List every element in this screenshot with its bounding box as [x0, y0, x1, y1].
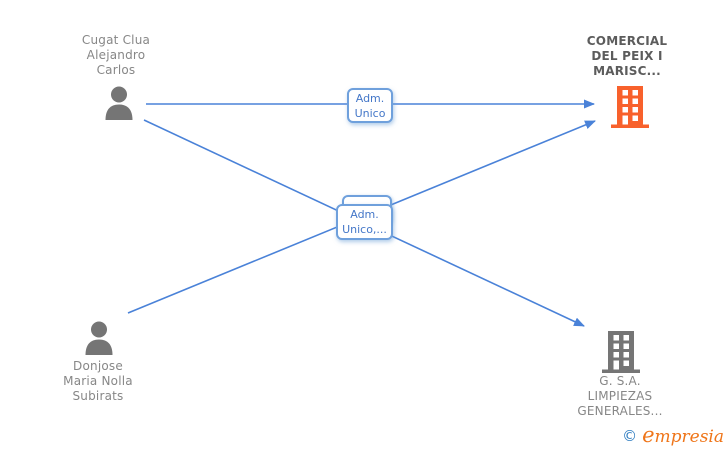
company1-name-line2: DEL PEIX I — [591, 49, 663, 63]
edge-label-line1: Adm. — [355, 91, 385, 105]
person-icon[interactable] — [83, 321, 115, 355]
company2-name-line1: G. S.A. — [599, 374, 641, 388]
company2-name-line3: GENERALES... — [577, 404, 663, 418]
brand-wordmark: empresia — [642, 423, 724, 447]
node-label-person2[interactable]: Donjose Maria Nolla Subirats — [18, 359, 178, 404]
building-icon-orange[interactable] — [611, 86, 649, 128]
edge-label-adm-unico-more[interactable]: Adm. Unico,... — [336, 204, 393, 240]
node-label-company2[interactable]: G. S.A. LIMPIEZAS GENERALES... — [540, 374, 700, 419]
copyright-icon: © — [622, 427, 638, 445]
company1-name-line3: MARISC... — [593, 64, 661, 78]
person1-name-line3: Carlos — [96, 63, 136, 77]
person1-name-line1: Cugat Clua — [81, 33, 151, 47]
person2-name-line1: Donjose — [73, 359, 123, 373]
edge-label-line2: Unico — [354, 106, 386, 120]
empresia-logo[interactable]: © empresia — [622, 426, 724, 447]
person2-name-line3: Subirats — [72, 389, 124, 403]
edge-label-line2: Unico,... — [342, 223, 387, 236]
node-label-person1[interactable]: Cugat Clua Alejandro Carlos — [36, 33, 196, 78]
person-icon[interactable] — [103, 86, 135, 120]
company1-name-line1: COMERCIAL — [586, 34, 668, 48]
node-label-company1[interactable]: COMERCIAL DEL PEIX I MARISC... — [547, 34, 707, 79]
person2-name-line2: Maria Nolla — [63, 374, 133, 388]
building-icon-gray[interactable] — [602, 331, 640, 373]
person1-name-line2: Alejandro — [86, 48, 146, 62]
company2-name-line2: LIMPIEZAS — [587, 389, 653, 403]
edge-label-line1: Adm. — [350, 208, 379, 221]
edge-label-adm-unico[interactable]: Adm. Unico — [347, 88, 393, 123]
